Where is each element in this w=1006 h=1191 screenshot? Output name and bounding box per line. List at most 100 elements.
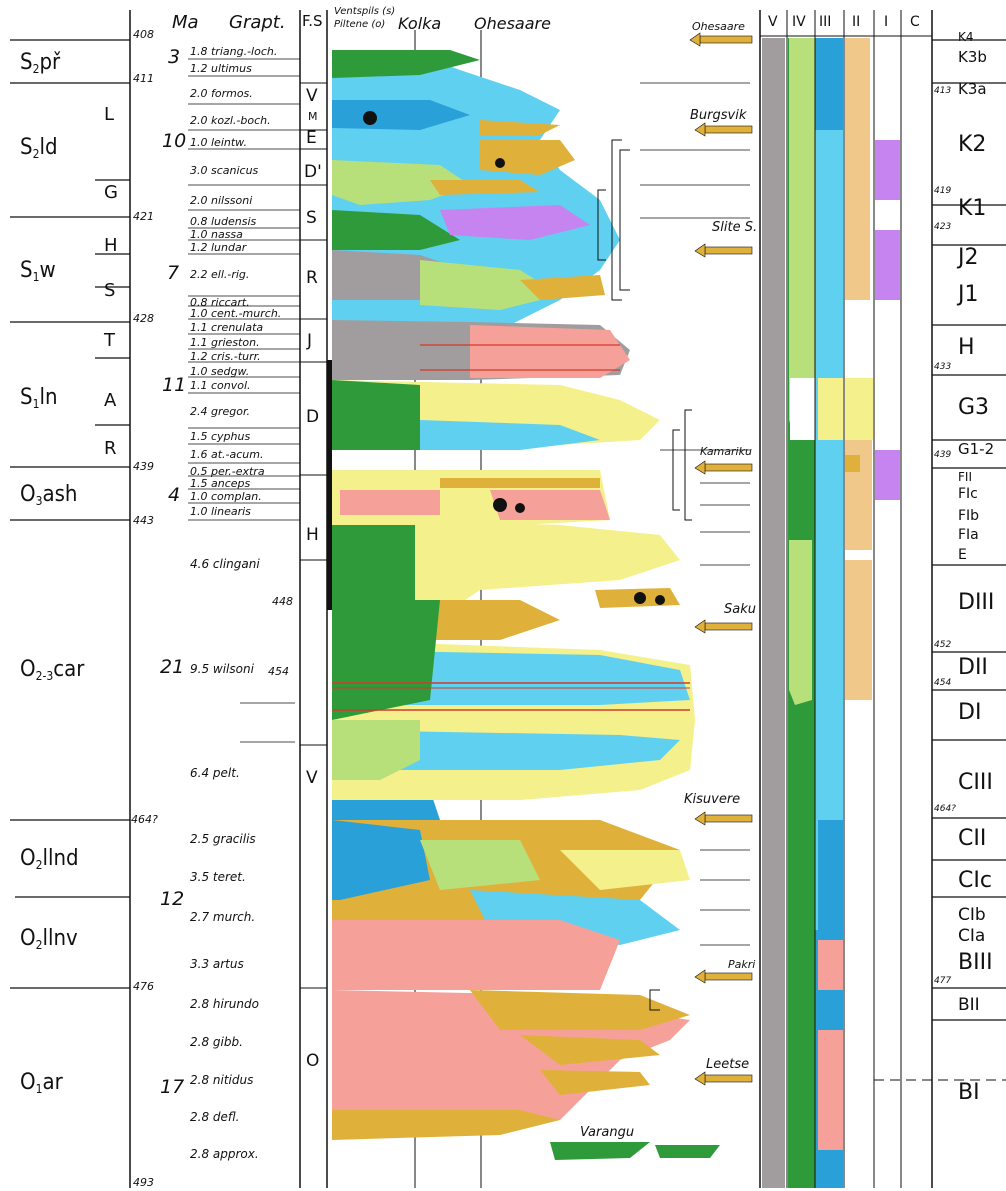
unit-label: CIa [958,926,986,946]
unit-age: 413 [934,86,952,96]
unit-boundaries [932,39,1006,1021]
facies-label: O [306,1051,320,1071]
facies-masses [332,50,720,1160]
substage-label: G [104,182,118,203]
place-label: Burgsvik [690,108,747,123]
stage-label: O2llnv [20,926,78,952]
unit-label: K3b [958,48,987,66]
graptolite-zone: 3.0 scanicus [190,164,259,177]
header-fs: F.S [302,12,323,30]
substage-label: A [104,390,117,411]
duration-label: 10 [162,130,187,152]
unit-label: FIc [958,486,978,502]
age-label: 408 [133,28,154,41]
facies-label: S [306,208,317,228]
graptolite-zone: 1.0 linearis [190,505,251,518]
graptolite-zone: 2.7 murch. [190,910,256,924]
facies-label: D [306,407,320,427]
age-label: 439 [133,460,154,473]
unit-label: H [958,335,975,360]
graptolite-zone: 2.4 gregor. [190,405,250,418]
graptolite-zone: 0.5 per.-extra [190,465,265,478]
brackets [597,139,692,1011]
graptolite-zone: 4.6 clingani [190,557,260,571]
graptolite-zone: 2.8 nitidus [190,1073,254,1087]
right-column-lines [760,10,1006,1188]
facies-separators [300,82,327,989]
unit-label: FIb [958,508,980,524]
place-arrows [689,32,753,1086]
unit-age: 464? [934,804,956,814]
right-columns [762,38,930,1188]
unit-age: 439 [934,450,952,460]
header-col-ii: II [852,14,861,30]
stage-label: O2llnd [20,846,79,872]
graptolite-zone: 1.1 grieston. [190,336,260,349]
substage-label: H [104,235,118,256]
unit-age: 423 [934,222,952,232]
graptolite-zone: 2.8 approx. [190,1147,259,1161]
facies-label: V [306,768,318,788]
age-label: 428 [133,312,154,325]
graptolite-zone: 1.1 convol. [190,379,251,392]
substage-label: R [104,438,117,459]
unit-age: 454 [934,678,952,688]
graptolite-zone: 1.8 triang.-loch. [190,45,278,58]
unit-label: K4 [958,30,974,44]
stage-label: O1ar [20,1070,63,1096]
unit-label: BI [958,1080,980,1105]
graptolite-zone: 2.8 hirundo [190,997,259,1011]
header-kolka: Kolka [398,14,442,33]
duration-label: 12 [160,888,185,910]
stage-boundaries [10,39,130,989]
unit-age: 419 [934,186,952,196]
graptolite-zone: 1.5 anceps [190,477,251,490]
header-col-iii: III [819,14,832,30]
unit-label: DI [958,700,982,725]
graptolite-zone: 1.1 crenulata [190,321,264,334]
unit-label: FIa [958,527,979,543]
well-bar [327,360,332,610]
graptolite-zone: 6.4 pelt. [190,766,240,780]
facies-label: D' [304,162,322,182]
unit-label: J1 [958,282,979,307]
stage-label: O2-3car [20,657,85,683]
facies-label: R [306,268,318,288]
header-col-v: V [768,14,778,30]
graptolite-zone: 2.8 defl. [190,1110,240,1124]
header-col-i: I [884,14,889,30]
place-label: Kamariku [700,445,752,458]
place-label: Pakri [728,958,756,971]
unit-label: J2 [958,245,979,270]
duration-label: 11 [162,374,187,396]
graptolite-zone: 1.0 leintw. [190,136,247,149]
age-label: 448 [272,595,293,608]
graptolite-zone: 2.5 gracilis [190,832,256,846]
unit-label: DIII [958,590,995,615]
header-col-c: C [910,14,920,30]
graptolite-zone: 1.2 cris.-turr. [190,350,261,363]
place-label: Varangu [580,1125,635,1140]
graptolite-zone: 2.0 nilssoni [190,194,253,207]
stage-label: S2př [20,50,61,76]
header-wells-line2: Piltene (o) [334,19,386,30]
graptolite-zone: 1.2 lundar [190,241,247,254]
graptolite-zone: 1.6 at.-acum. [190,448,264,461]
age-label: 464? [131,813,158,826]
duration-label: 4 [168,484,181,506]
place-label: Saku [724,602,756,617]
age-label: 493 [133,1176,154,1189]
graptolite-zone: 1.2 ultimus [190,62,252,75]
graptolite-zone: 1.0 nassa [190,228,243,241]
unit-label: CIc [958,868,992,893]
age-label: 411 [133,72,154,85]
age-label: 443 [133,514,154,527]
facies-label: H [306,525,319,545]
panel-ticks [240,82,750,946]
graptolite-zone: 2.0 kozl.-boch. [190,114,271,127]
header-col-iv: IV [792,14,806,30]
duration-label: 7 [167,262,180,284]
unit-label: CIII [958,770,993,795]
duration-label: 17 [160,1076,185,1098]
